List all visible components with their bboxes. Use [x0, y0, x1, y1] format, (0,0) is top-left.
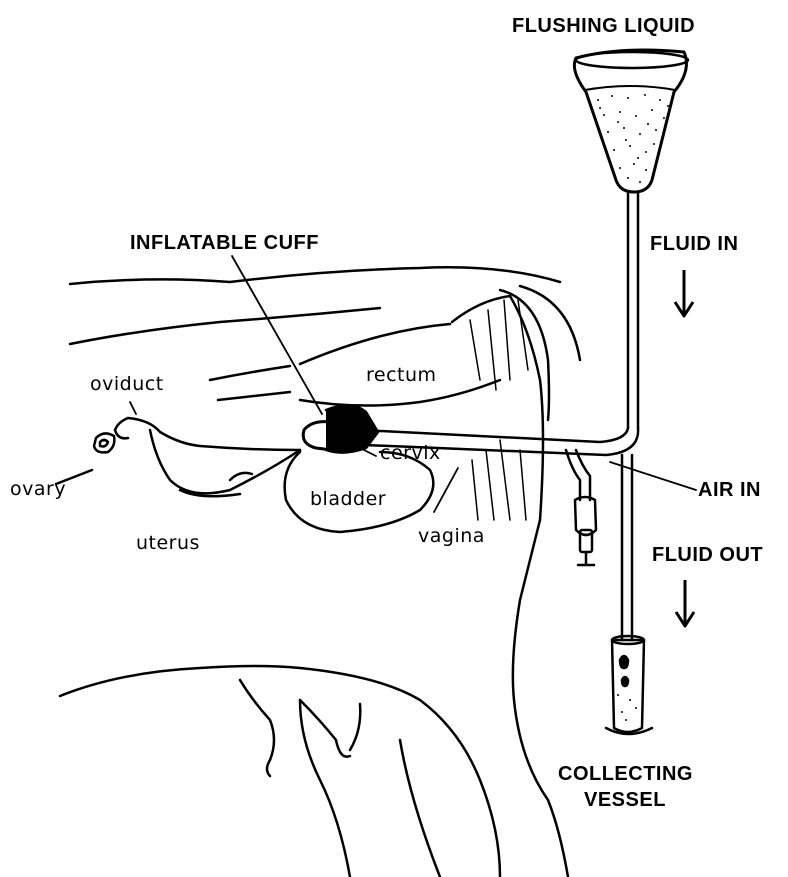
catheter [303, 405, 378, 452]
fluid-in-label: FLUID IN [650, 234, 738, 254]
vagina-label: vagina [418, 527, 485, 546]
collecting-vessel [606, 636, 652, 734]
outflow-tube [622, 455, 632, 640]
bladder-label: bladder [310, 490, 386, 509]
collecting-vessel-label-line2: VESSEL [584, 790, 666, 810]
flushing-liquid-stipple [597, 94, 669, 183]
air-in-label: AIR IN [698, 480, 761, 500]
flushing-liquid-label: FLUSHING LIQUID [512, 16, 695, 36]
fluid-out-label: FLUID OUT [652, 545, 763, 565]
oviduct-label: oviduct [90, 375, 164, 394]
funnel [574, 50, 688, 192]
fluid-out-arrow-icon [673, 578, 697, 630]
animal-outline [56, 267, 580, 877]
collecting-vessel-label-line1: COLLECTING [558, 764, 693, 784]
air-in-tube [566, 450, 596, 565]
uterus-label: uterus [136, 534, 200, 553]
inflatable-cuff-label: INFLATABLE CUFF [130, 233, 319, 253]
ovary-label: ovary [10, 480, 66, 499]
cervix-label: cervix [380, 444, 441, 463]
rectum-label: rectum [366, 366, 437, 385]
fluid-in-arrow-icon [672, 268, 696, 320]
inflow-tube [360, 192, 638, 455]
